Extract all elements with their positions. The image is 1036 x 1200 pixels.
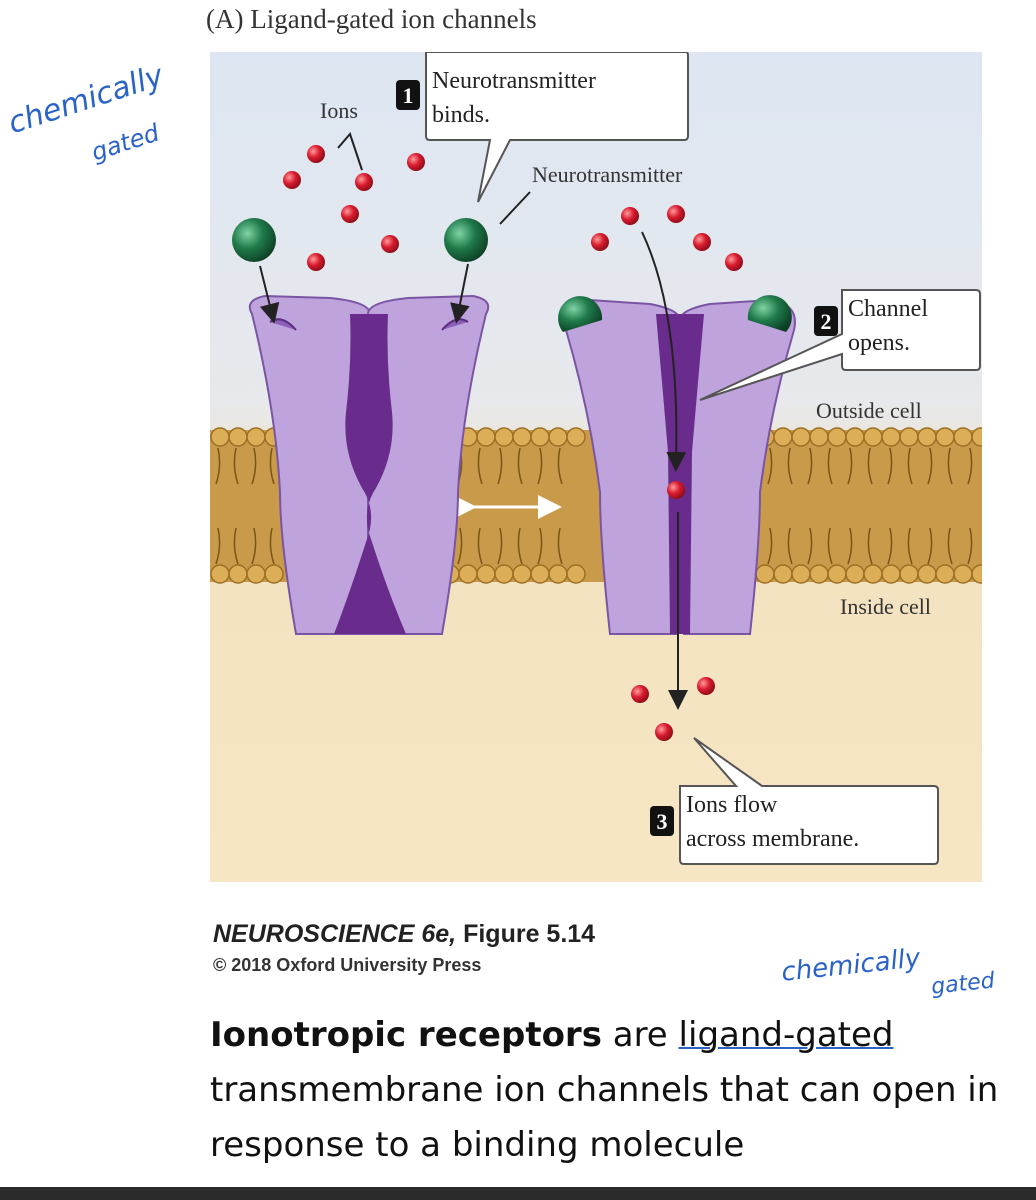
- book-title: NEUROSCIENCE 6e,: [213, 920, 457, 948]
- neurotransmitter-molecule: [232, 218, 276, 262]
- step-3-text: across membrane.: [686, 826, 859, 852]
- step-number: 3: [657, 809, 668, 834]
- outside-cell-label: Outside cell: [816, 398, 922, 423]
- bound-neurotransmitter: [747, 295, 792, 332]
- figure-source: NEUROSCIENCE 6e, Figure 5.14: [213, 920, 595, 949]
- step-2-text: Channel: [848, 296, 928, 322]
- step-1-text: binds.: [432, 102, 490, 128]
- bound-neurotransmitter: [558, 296, 603, 332]
- step-1-text: Neurotransmitter: [432, 68, 596, 94]
- step-number: 2: [821, 309, 832, 334]
- handwritten-note: gated: [88, 118, 163, 167]
- inside-cell-label: Inside cell: [840, 594, 931, 619]
- underlined-term: ligand-gated: [678, 1015, 894, 1055]
- step-2-callout: 2 Channel opens.: [699, 289, 981, 401]
- step-3-callout: 3 Ions flow across membrane.: [650, 737, 939, 865]
- description-text: Ionotropic receptors are ligand-gated tr…: [210, 1015, 999, 1165]
- step-number-badge: [814, 306, 838, 336]
- arrows: [259, 132, 688, 710]
- ligand-gated-channel-diagram: Ions Neurotransmitter Outside cell Insid…: [210, 52, 982, 882]
- neurotransmitter-molecule: [444, 218, 488, 262]
- step-number: 1: [403, 83, 414, 108]
- neurotransmitters: [232, 218, 792, 332]
- ions-label: Ions: [320, 98, 358, 123]
- figure-number: Figure 5.14: [463, 920, 596, 948]
- bottom-bar: [0, 1187, 1036, 1200]
- neurotransmitter-label: Neurotransmitter: [532, 162, 683, 187]
- open-channel: [564, 298, 796, 635]
- step-number-badge: [396, 80, 420, 110]
- key-term: Ionotropic receptors: [210, 1015, 602, 1055]
- handwritten-note: chemically: [780, 943, 922, 988]
- step-number-badge: [650, 806, 674, 836]
- step-1-callout: 1 Neurotransmitter binds.: [396, 52, 689, 203]
- copyright: © 2018 Oxford University Press: [213, 955, 482, 975]
- handwritten-note: gated: [930, 968, 996, 1000]
- figure-title: (A) Ligand-gated ion channels: [206, 4, 537, 34]
- step-2-text: opens.: [848, 330, 910, 356]
- step-3-text: Ions flow: [686, 792, 778, 818]
- ions: [283, 145, 743, 741]
